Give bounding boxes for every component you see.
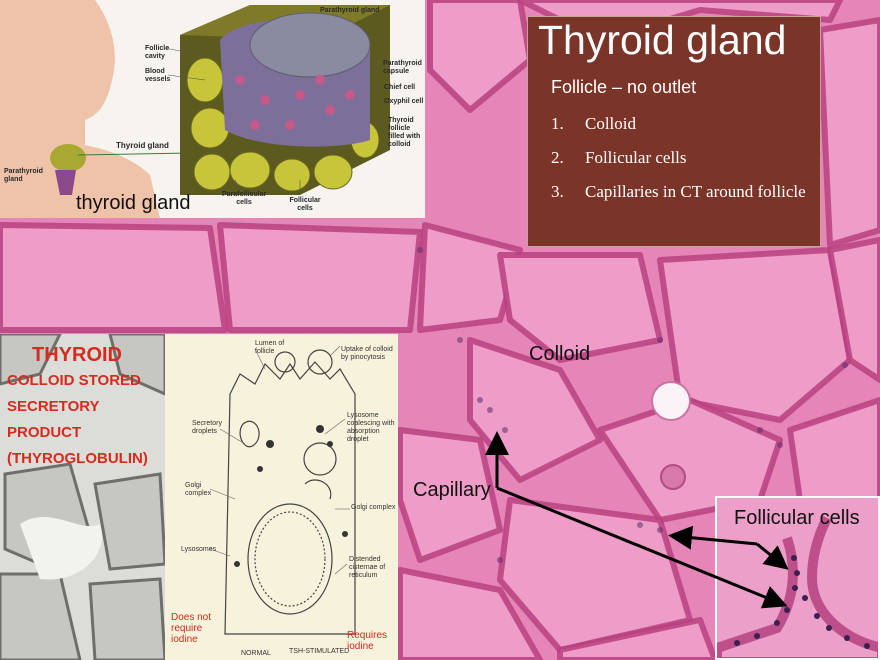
label-distended: Distended cisternae of reticulum bbox=[349, 556, 386, 579]
numbered-list: 1. Colloid 2. Follicular cells 3. Capill… bbox=[551, 113, 816, 215]
label-lysosome-coalescing: Lysosome coalescing with absorption drop… bbox=[347, 412, 395, 443]
colloid-line: SECRETORY bbox=[7, 398, 100, 415]
label-secretory: Secretory droplets bbox=[192, 420, 222, 435]
label-uptake: Uptake of colloid by pinocytosis bbox=[341, 346, 393, 361]
label-follicle-cavity: Follicle cavity bbox=[145, 45, 170, 60]
colloid-line: THYROID bbox=[32, 344, 122, 366]
label-does-not-require-iodine: Does not require iodine bbox=[171, 612, 212, 645]
label-blood-vessels: Blood vessels bbox=[145, 68, 171, 83]
label-requires-iodine: Requires iodine bbox=[347, 630, 388, 652]
list-item-text: Follicular cells bbox=[585, 148, 687, 167]
label-lysosomes: Lysosomes bbox=[181, 546, 217, 553]
label-follicular-cells-diagram: Follicular cells bbox=[289, 197, 321, 212]
colloid-line: (THYROGLOBULIN) bbox=[7, 450, 148, 467]
label-parafollicular-cells: Parafollicular cells bbox=[222, 191, 267, 206]
label-capillary: Capillary bbox=[413, 479, 491, 501]
colloid-line: PRODUCT bbox=[7, 424, 82, 441]
list-item: 2. Follicular cells bbox=[551, 147, 816, 168]
colloid-micrograph bbox=[0, 334, 165, 660]
label-oxyphil-cell: Oxyphil cell bbox=[384, 98, 424, 105]
list-item: 1. Colloid bbox=[551, 113, 816, 134]
label-parathyroid-gland-top: Parathyroid gland bbox=[320, 7, 380, 14]
label-follicular-cells: Follicular cells bbox=[734, 507, 860, 529]
label-colloid: Colloid bbox=[529, 343, 591, 365]
label-lumen: Lumen of follicle bbox=[255, 340, 285, 355]
caption-thyroid-gland: thyroid gland bbox=[76, 192, 191, 214]
list-item-number: 2. bbox=[551, 148, 564, 167]
label-chief-cell: Chief cell bbox=[384, 84, 416, 91]
cell-diagram-panel: Lumen of follicle Uptake of colloid by p… bbox=[165, 334, 398, 660]
list-item-text: Capillaries in CT around follicle bbox=[585, 182, 806, 201]
colloid-panel-text: THYROID COLLOID STORED SECRETORY PRODUCT… bbox=[7, 342, 148, 472]
slide-subtitle: Follicle – no outlet bbox=[551, 77, 697, 97]
label-golgi-left: Golgi complex bbox=[185, 482, 212, 497]
colloid-micrograph-panel: THYROID COLLOID STORED SECRETORY PRODUCT… bbox=[0, 334, 165, 660]
slide-title: Thyroid gland bbox=[538, 17, 787, 63]
list-item-number: 3. bbox=[551, 182, 564, 201]
label-tsh-stimulated: TSH-STIMULATED bbox=[289, 648, 350, 655]
anatomy-illustration bbox=[0, 0, 390, 218]
cell-illustration bbox=[209, 345, 356, 635]
list-item-text: Colloid bbox=[585, 114, 637, 133]
title-box: Thyroid gland Follicle – no outlet 1. Co… bbox=[527, 16, 821, 247]
colloid-line: COLLOID STORED bbox=[7, 372, 141, 389]
label-golgi-right: Golgi complex bbox=[351, 504, 396, 511]
label-thyroid-follicle: Thyroid follicle filled with colloid bbox=[388, 117, 421, 148]
list-item: 3. Capillaries in CT around follicle bbox=[551, 181, 816, 202]
label-normal: NORMAL bbox=[241, 650, 271, 657]
label-thyroid-gland-diagram: Thyroid gland bbox=[116, 141, 169, 150]
label-parathyroid-capsule: Parathyroid capsule bbox=[383, 60, 422, 75]
label-parathyroid-gland-left: Parathyroid gland bbox=[4, 168, 43, 183]
list-item-number: 1. bbox=[551, 114, 564, 133]
anatomy-diagram-panel: Parathyroid gland Follicle cavity Blood … bbox=[0, 0, 425, 218]
